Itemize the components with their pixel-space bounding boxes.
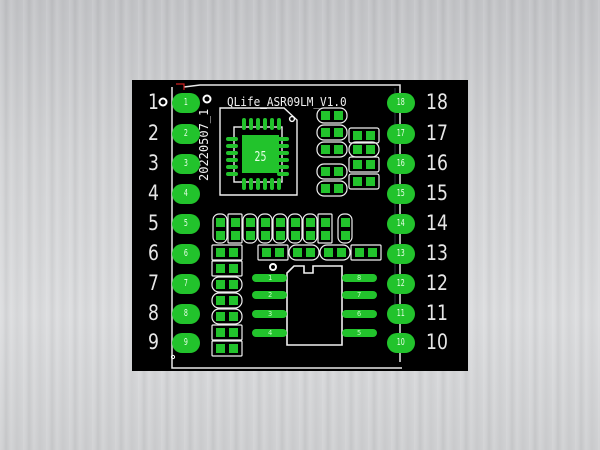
pin-label-left: 3: [148, 151, 159, 175]
pin-pad-7: 7: [172, 274, 200, 294]
pin-pad-5: 5: [172, 214, 200, 234]
pin-pad-17: 17: [387, 124, 415, 144]
pin-pad-4: 4: [172, 184, 200, 204]
pin-label-right: 18: [426, 90, 448, 114]
soic-pin-label: 4: [268, 329, 273, 337]
date-code-silkscreen: 20220507_1: [197, 108, 211, 181]
pin-label-right: 11: [426, 301, 448, 325]
pin-label-left: 9: [148, 330, 159, 354]
pin-pad-2: 2: [172, 124, 200, 144]
pin-label-left: 4: [148, 181, 159, 205]
pin-label-right: 15: [426, 181, 448, 205]
pin-pad-11: 11: [387, 304, 415, 324]
pin-label-left: 6: [148, 241, 159, 265]
pin-label-left: 2: [148, 121, 159, 145]
pin-label-left: 8: [148, 301, 159, 325]
pcb-board: QLife_ASR09LM_V1.0 20220507_1 25 1 2 3 4…: [132, 80, 468, 371]
pin-pad-18: 18: [387, 93, 415, 113]
pin-pad-1: 1: [172, 93, 200, 113]
pin-label-right: 17: [426, 121, 448, 145]
pin-pad-6: 6: [172, 244, 200, 264]
pin-label-right: 12: [426, 271, 448, 295]
pin-label-left: 1: [148, 90, 159, 114]
pin-pad-13: 13: [387, 244, 415, 264]
pin-label-left: 7: [148, 271, 159, 295]
pin-pad-10: 10: [387, 333, 415, 353]
qfn-center-pad-label: 25: [254, 150, 267, 165]
pin-label-right: 16: [426, 151, 448, 175]
pin-pad-8: 8: [172, 304, 200, 324]
soic-pin-label: 5: [357, 329, 362, 337]
pin-label-right: 14: [426, 211, 448, 235]
pin-label-right: 13: [426, 241, 448, 265]
soic-pin-label: 3: [268, 310, 273, 318]
pin-label-left: 5: [148, 211, 159, 235]
soic-pin-label: 6: [357, 310, 362, 318]
soic-pin-label: 8: [357, 274, 362, 282]
pin-label-right: 10: [426, 330, 448, 354]
pin-pad-16: 16: [387, 154, 415, 174]
pin-pad-12: 12: [387, 274, 415, 294]
soic-pin-label: 1: [268, 274, 273, 282]
soic-pin-label: 2: [268, 291, 273, 299]
board-title-silkscreen: QLife_ASR09LM_V1.0: [227, 95, 347, 109]
pin-pad-14: 14: [387, 214, 415, 234]
pin-pad-9: 9: [172, 333, 200, 353]
pin-pad-3: 3: [172, 154, 200, 174]
soic-pin-label: 7: [357, 291, 362, 299]
pin-pad-15: 15: [387, 184, 415, 204]
